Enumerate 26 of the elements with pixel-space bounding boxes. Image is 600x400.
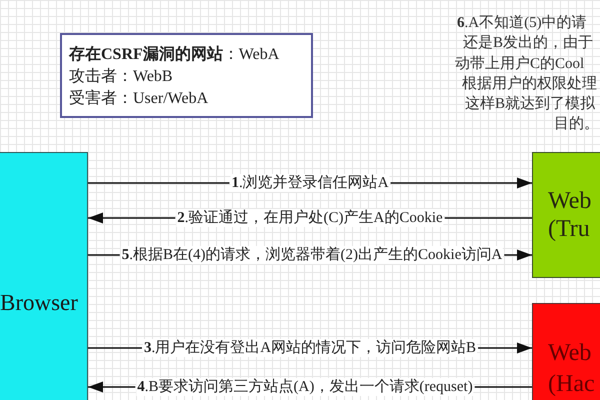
arrow — [87, 212, 533, 224]
box-label: Web (Hac — [548, 339, 596, 399]
edge-label: 1.浏览并登录信任网站A — [230, 174, 390, 192]
note-text: 目的。 — [554, 115, 599, 133]
server-box — [532, 303, 600, 400]
note-text: 这样B就达到了模拟 — [465, 95, 596, 113]
info-text: 攻击者：WebB — [69, 66, 173, 87]
note-text: 根据用户的权限处理 — [462, 75, 597, 93]
box-label: Web (Tru — [548, 187, 592, 243]
server-box — [532, 152, 600, 278]
note-text: 还是B发出的，由于 — [463, 34, 594, 52]
browser-box — [0, 152, 88, 400]
info-text: 受害者：User/WebA — [69, 88, 208, 109]
note-text: 6.A不知道(5)中的请 — [457, 14, 587, 32]
arrow — [87, 342, 533, 354]
edge-label: 3.用户在没有登出A网站的情况下，访问危险网站B — [142, 339, 478, 357]
edge-label: 4.B要求访问第三方站点(A)，发出一个请求(requset) — [136, 378, 474, 396]
edge-label: 2.验证通过，在用户处(C)产生A的Cookie — [176, 209, 444, 227]
arrow — [87, 178, 533, 188]
info-text: 存在CSRF漏洞的网站：WebA — [69, 44, 280, 65]
box-label: Browser — [0, 289, 78, 317]
edge-label: 5.根据B在(4)的请求，浏览器带着(2)出产生的Cookie访问A — [120, 246, 504, 264]
info-box — [60, 33, 313, 118]
note-text: 动带上用户C的Cool — [455, 55, 584, 73]
arrow — [87, 250, 533, 260]
arrow — [87, 382, 533, 392]
